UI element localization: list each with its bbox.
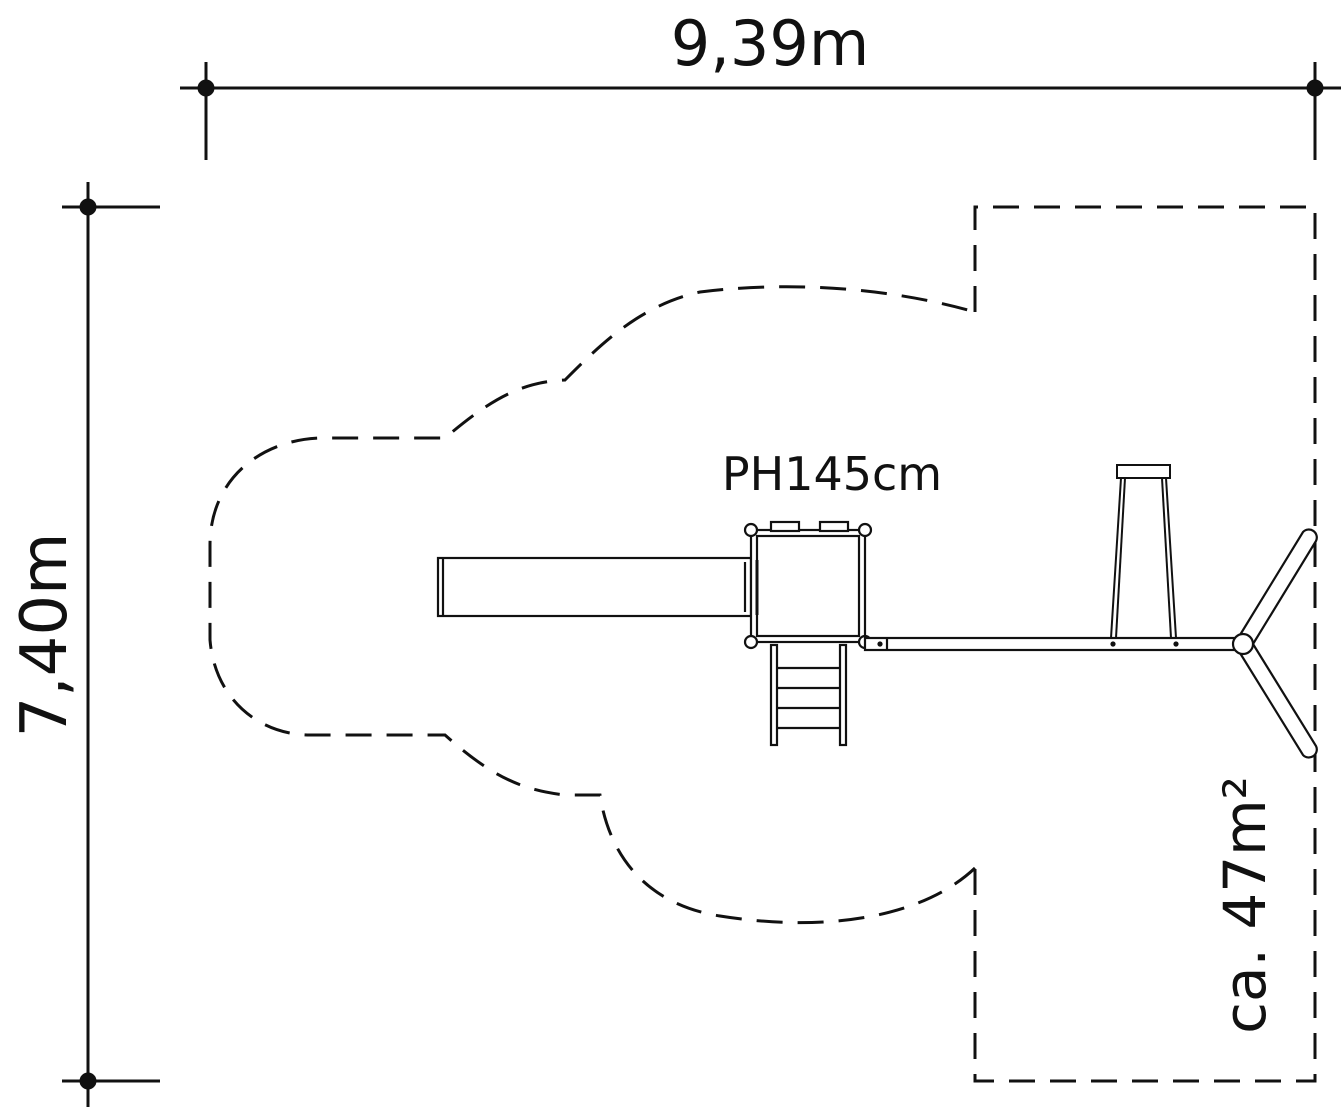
platform-height-label: PH145cm — [722, 447, 942, 501]
swing-a-frame — [1231, 528, 1318, 759]
width-dimension — [180, 62, 1341, 160]
safety-area-outline — [208, 205, 1317, 1083]
ladder — [769, 643, 848, 747]
width-label: 9,39m — [671, 7, 869, 80]
area-label: ca. 47m² — [1211, 776, 1279, 1034]
play-tower — [743, 520, 873, 650]
height-dimension — [62, 182, 160, 1107]
swing-beam — [863, 636, 1242, 652]
height-label: 7,40m — [8, 533, 82, 738]
swing-seat — [1110, 464, 1177, 639]
slide — [436, 556, 753, 618]
